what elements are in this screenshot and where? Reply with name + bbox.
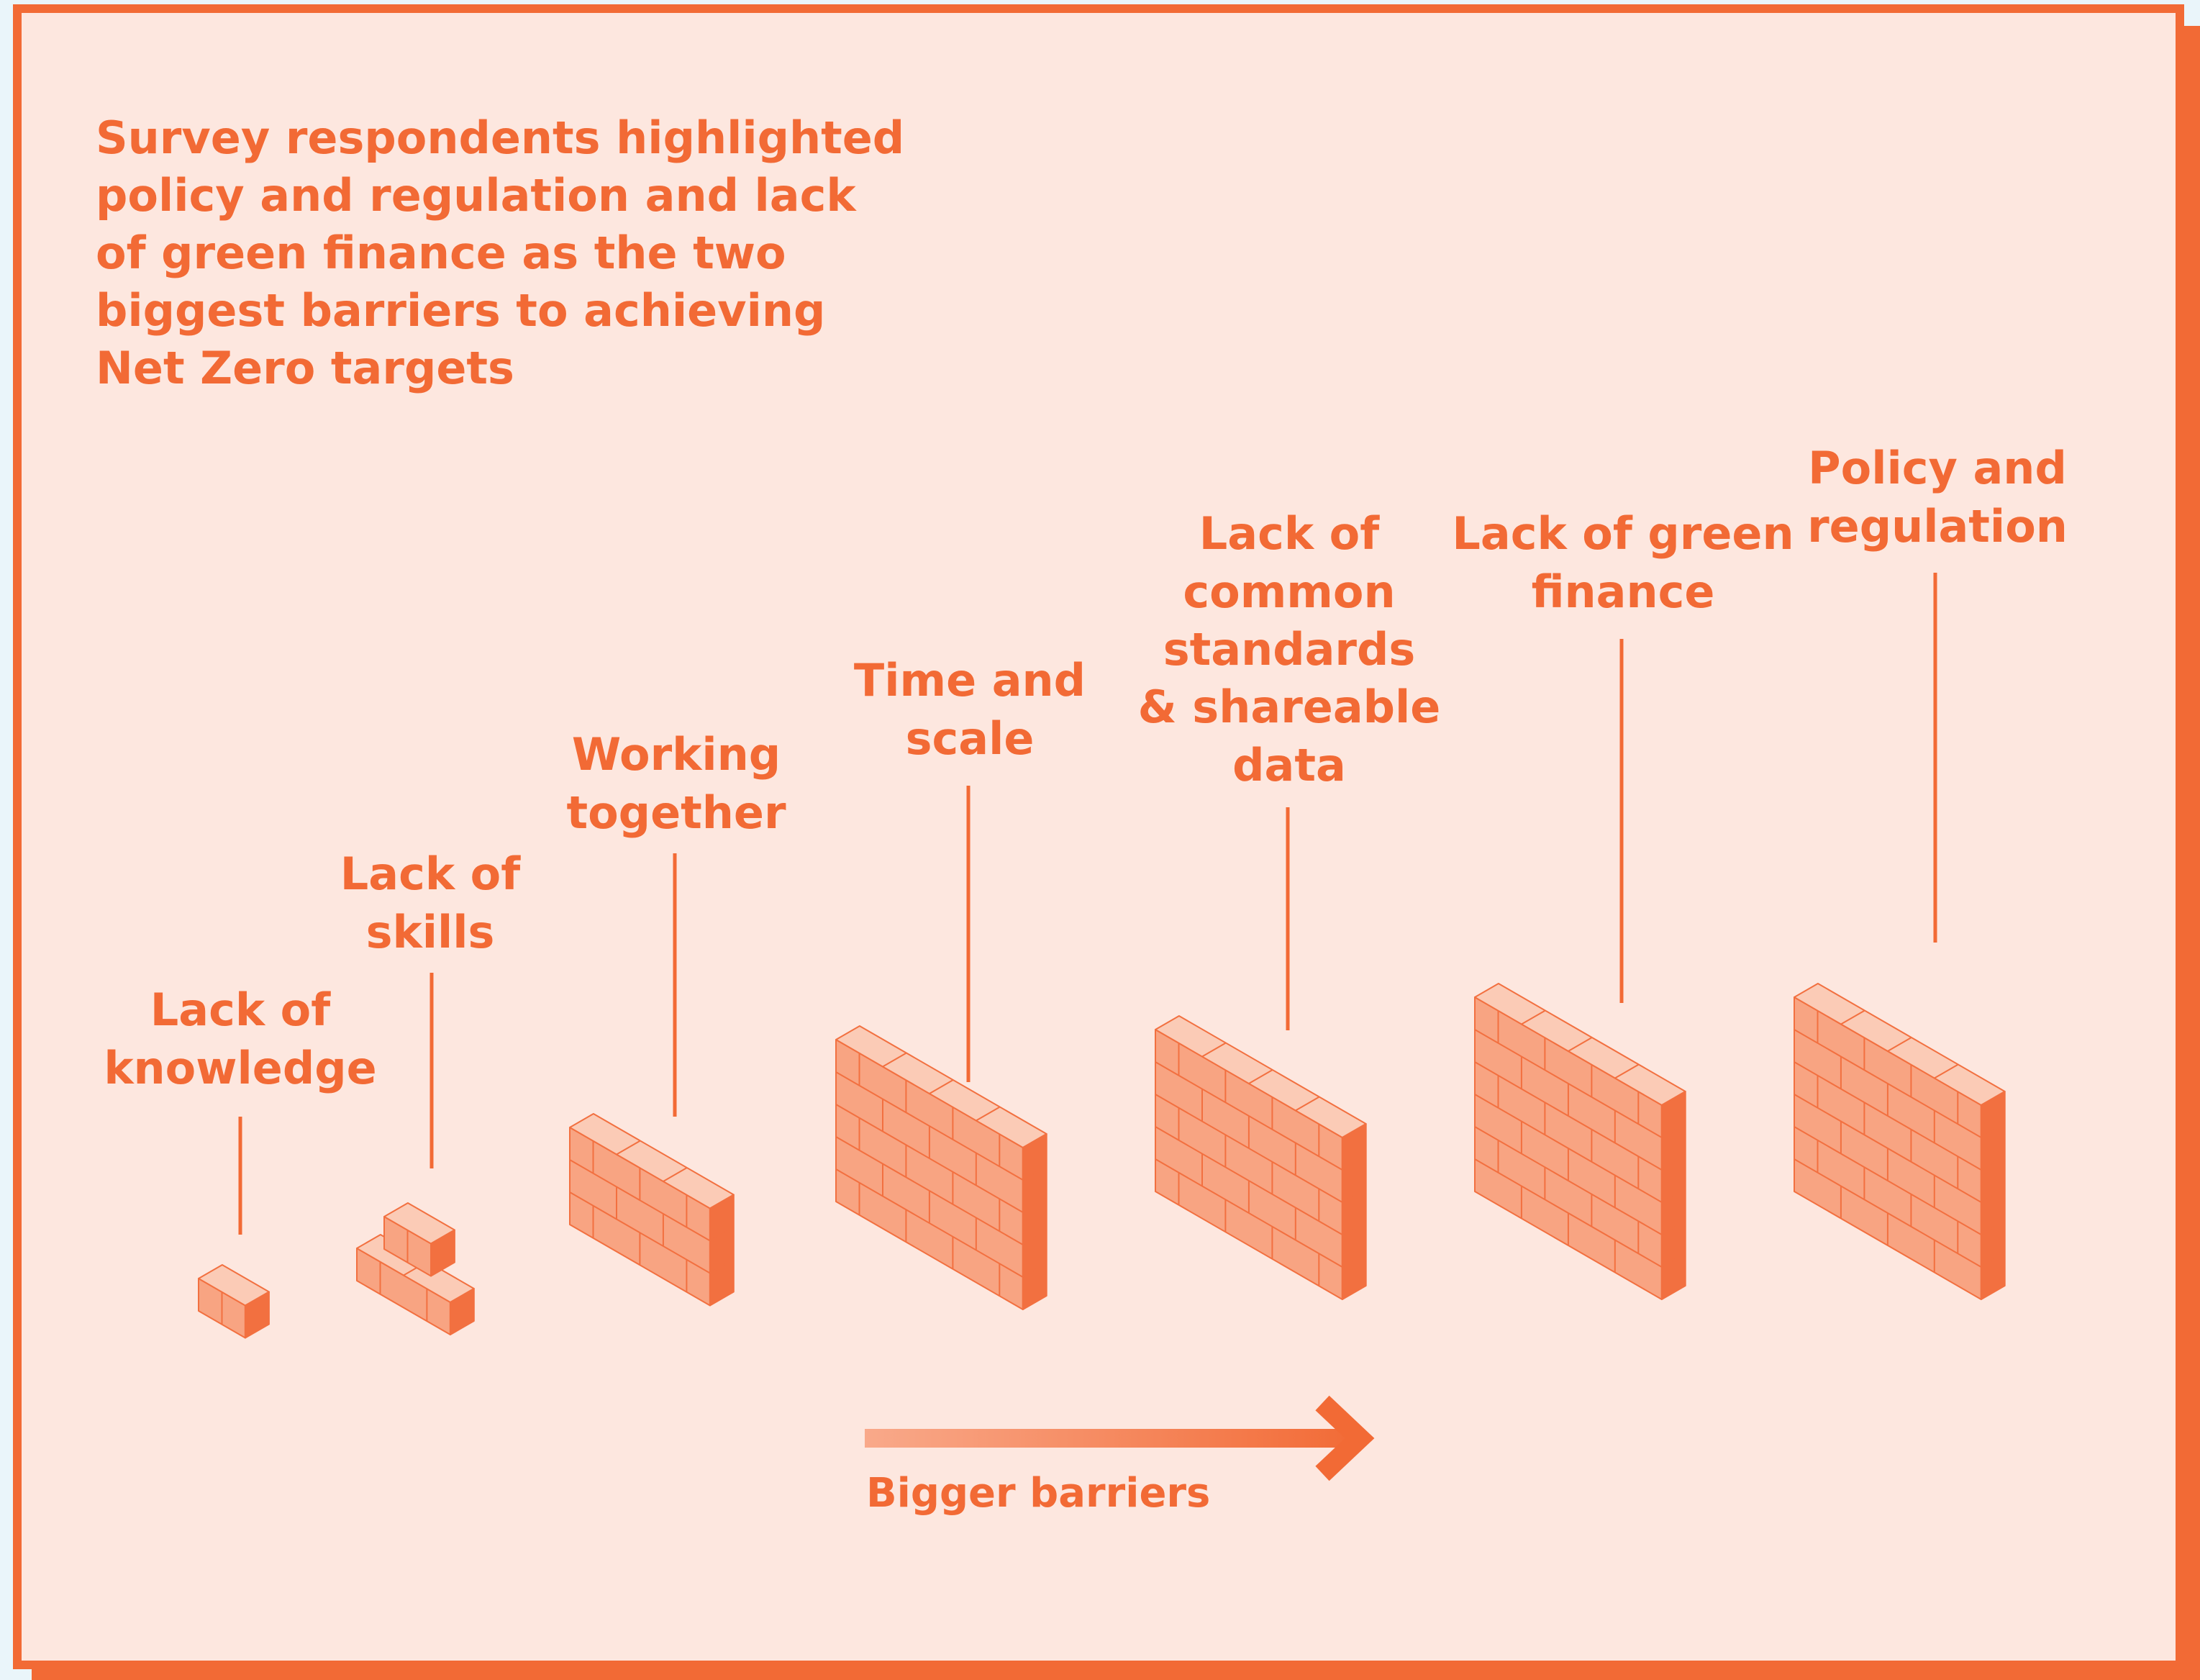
brick-top-joint-line [1521, 1009, 1546, 1025]
brick-top-joint-line [929, 1079, 954, 1094]
barrier-label-working-line-1: Working [572, 728, 781, 781]
headline-line-1: Survey respondents highlighted [96, 112, 904, 164]
brick-top-joint-line [1568, 1037, 1593, 1052]
leader-lines [238, 573, 1937, 1235]
brick-wall-green-finance [1474, 983, 1686, 1300]
brick-wall-policy-regulation [1794, 983, 2006, 1300]
brick-course-line [1342, 1253, 1367, 1268]
brick-wall-working-together [569, 1113, 735, 1307]
arrow-head [1315, 1395, 1375, 1481]
brick-course-line [1661, 1253, 1686, 1268]
brick-course-line [1981, 1220, 2006, 1235]
barrier-label-standards-line-2: common [1183, 566, 1395, 618]
barrier-label-knowledge-line-1: Lack of [150, 984, 332, 1036]
brick-course-line [1342, 1220, 1367, 1235]
brick-side-face [709, 1194, 735, 1307]
barrier-label-standards-line-3: standards [1163, 623, 1416, 676]
brick-course-line [1342, 1188, 1367, 1203]
brick-top-joint-line [882, 1052, 907, 1068]
bigger-barriers-arrow [865, 1395, 1375, 1481]
brick-course-line [1022, 1166, 1047, 1181]
brick-course-line [1661, 1155, 1686, 1171]
brick-side-face [1022, 1133, 1047, 1310]
arrow-shaft [865, 1429, 1363, 1448]
barrier-label-skills-line-1: Lack of [340, 848, 522, 900]
brick-top-joint-line [663, 1167, 688, 1182]
barrier-label-standards-line-1: Lack of [1199, 507, 1381, 560]
brick-top-joint-line [616, 1140, 641, 1155]
brick-side-face [244, 1291, 270, 1339]
barrier-label-standards-line-4: & shareable [1138, 681, 1441, 733]
brick-course-line [709, 1258, 735, 1274]
brick-side-face [430, 1229, 455, 1277]
brick-side-face [449, 1288, 475, 1335]
brick-course-line [1342, 1155, 1367, 1171]
brick-course-line [1661, 1123, 1686, 1138]
brick-top-joint-line [976, 1106, 1001, 1122]
barrier-label-standards-line-5: data [1232, 739, 1346, 791]
brick-course-line [1981, 1123, 2006, 1138]
frame [13, 4, 2184, 1669]
arrow-label: Bigger barriers [866, 1470, 1210, 1517]
brick-wall-skills-base [356, 1234, 475, 1335]
brick-wall-time-and-scale [835, 1025, 1047, 1310]
brick-wall-knowledge [198, 1264, 270, 1339]
barrier-label-skills-line-2: skills [366, 906, 495, 958]
brick-wall-skills-top [383, 1202, 455, 1277]
brick-course-line [1981, 1188, 2006, 1203]
brick-top-joint-line [1934, 1063, 1959, 1079]
barrier-labels: Lack of knowledge Lack of skills Working… [104, 442, 2068, 1094]
brick-walls [198, 983, 2006, 1339]
brick-course-line [709, 1226, 735, 1242]
headline-line-2: policy and regulation and lack [96, 169, 857, 222]
brick-top-joint-line [1248, 1069, 1273, 1084]
barrier-label-finance-line-1: Lack of green [1452, 507, 1794, 560]
barrier-label-time-line-2: scale [906, 712, 1035, 765]
headline-line-5: Net Zero targets [96, 342, 514, 394]
brick-course-line [1022, 1230, 1047, 1245]
barrier-label-knowledge-line-2: knowledge [104, 1042, 376, 1094]
headline-line-4: biggest barriers to achieving [96, 284, 825, 337]
brick-course-line [1022, 1198, 1047, 1213]
brick-wall-common-standards [1155, 1015, 1367, 1300]
brick-top-joint-line [1614, 1063, 1640, 1079]
headline-line-3: of green finance as the two [96, 227, 786, 279]
barrier-label-working-line-2: together [566, 786, 786, 839]
brick-course-line [1022, 1263, 1047, 1278]
brick-top-joint-line [1887, 1037, 1912, 1052]
brick-course-line [1661, 1188, 1686, 1203]
headline: Survey respondents highlighted policy an… [96, 112, 904, 394]
brick-course-line [1981, 1155, 2006, 1171]
barrier-label-finance-line-2: finance [1532, 566, 1715, 618]
brick-course-line [1661, 1220, 1686, 1235]
barrier-label-time-line-1: Time and [854, 654, 1086, 707]
brick-course-line [1981, 1253, 2006, 1268]
barrier-label-policy-line-1: Policy and [1808, 442, 2067, 494]
barrier-label-policy-line-2: regulation [1807, 500, 2068, 553]
brick-top-joint-line [1840, 1009, 1865, 1025]
brick-side-face [1341, 1123, 1367, 1300]
brick-course-line [569, 1191, 711, 1274]
brick-top-joint-line [1201, 1042, 1227, 1058]
brick-top-joint-line [1295, 1096, 1320, 1112]
